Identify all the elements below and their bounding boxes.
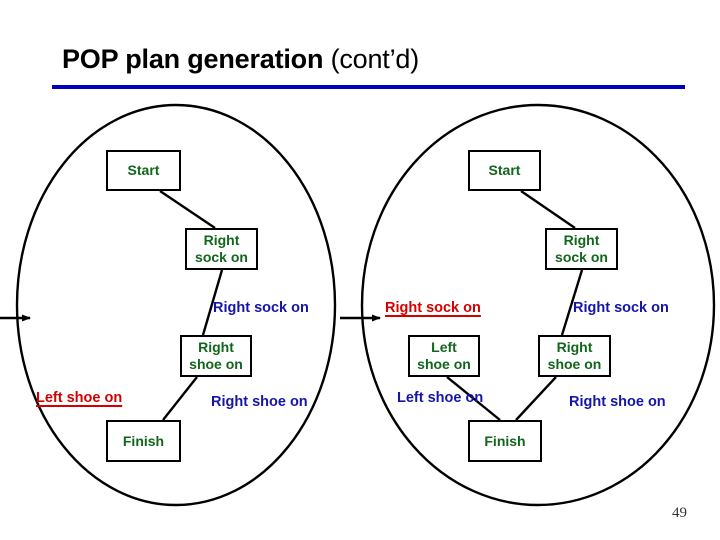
left-annot-leftshoe: Left shoe on [36, 390, 123, 406]
link-right-left-shoe-to-right-finish [446, 376, 501, 421]
right-annot-sock-red: Right sock on [385, 300, 481, 316]
left-annot-sock: Right sock on [213, 300, 309, 316]
link-left-right-sock-to-left-right-shoe [201, 269, 224, 336]
node-left-start[interactable]: Start [106, 150, 181, 191]
plan-left-boundary-ellipse [15, 103, 337, 507]
node-right-finish[interactable]: Finish [468, 420, 542, 462]
link-right-start-to-right-right-sock [520, 190, 576, 229]
right-annot-rightshoe: Right shoe on [569, 394, 666, 410]
node-right-right-shoe[interactable]: Right shoe on [538, 335, 611, 377]
left-annot-rightshoe: Right shoe on [211, 394, 308, 410]
page-title: POP plan generation (cont’d) [62, 40, 662, 78]
plan-boundary-ellipses [15, 103, 716, 507]
link-left-right-shoe-to-left-finish [162, 376, 198, 421]
node-right-start[interactable]: Start [468, 150, 541, 191]
node-left-finish[interactable]: Finish [106, 420, 181, 462]
node-left-right-shoe[interactable]: Right shoe on [180, 335, 252, 377]
plan-causal-links [159, 190, 584, 421]
right-annot-leftshoe: Left shoe on [397, 390, 484, 406]
right-annot-sock-blue: Right sock on [573, 300, 669, 316]
page-title-main: POP plan generation [62, 44, 324, 74]
page-number: 49 [672, 505, 687, 521]
link-left-start-to-left-right-sock [159, 190, 216, 229]
node-right-left-shoe[interactable]: Left shoe on [408, 335, 480, 377]
node-left-right-sock[interactable]: Right sock on [185, 228, 258, 270]
plan-right-boundary-ellipse [360, 103, 716, 507]
page-title-sub: (cont’d) [323, 44, 420, 74]
title-underline-rule [52, 85, 685, 89]
link-right-right-sock-to-right-right-shoe [560, 269, 584, 336]
link-right-right-shoe-to-right-finish [515, 376, 557, 421]
node-right-right-sock[interactable]: Right sock on [545, 228, 618, 270]
